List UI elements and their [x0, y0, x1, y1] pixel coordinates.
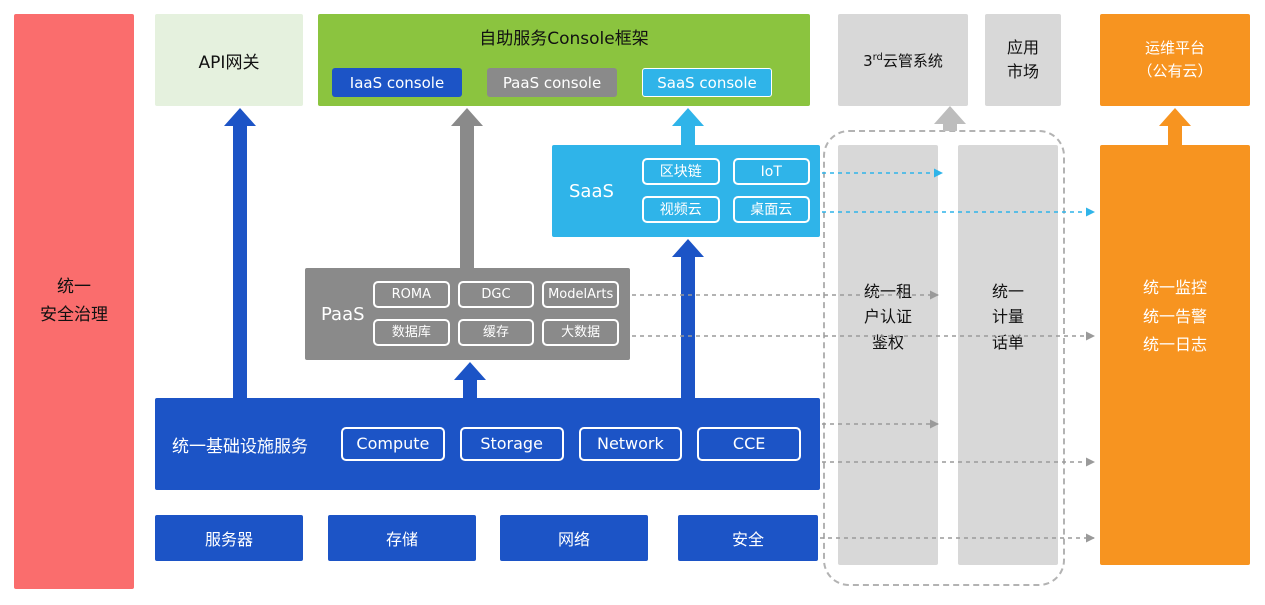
third-party-cms-rest: 云管系统	[882, 51, 943, 70]
app-market-label: 应用 市场	[1006, 38, 1039, 81]
hardware-security-label: 安全	[731, 530, 764, 549]
infra-chip-compute: Compute	[341, 427, 445, 461]
infra-chip-network: Network	[578, 427, 683, 461]
infra-chip-storage: Storage	[459, 427, 564, 461]
arrow-infra-to-paas	[454, 362, 486, 398]
saas-chip-desktop-cloud: 桌面云	[732, 196, 810, 223]
om-platform-box: 运维平台 （公有云）	[1100, 14, 1250, 106]
infra-label: 统一基础设施服务	[172, 436, 308, 457]
saas-chip-iot: IoT	[732, 158, 810, 185]
om-platform-label: 运维平台 （公有云）	[1137, 38, 1213, 80]
paas-console-box: PaaS console	[487, 68, 617, 97]
hardware-box-server: 服务器	[155, 515, 303, 561]
third-party-cms-sup: rd	[872, 51, 883, 63]
monitor-label: 统一监控 统一告警 统一日志	[1142, 277, 1207, 355]
infra-box: 统一基础设施服务 Compute Storage Network CCE	[155, 398, 820, 490]
hardware-network-label: 网络	[557, 530, 590, 549]
app-market-box: 应用 市场	[985, 14, 1061, 106]
paas-box: PaaS ROMA DGC ModelArts 数据库 缓存 大数据	[305, 268, 630, 360]
hardware-storage-label: 存储	[385, 530, 418, 549]
paas-chip-roma: ROMA	[373, 281, 450, 308]
saas-box: SaaS 区块链 IoT 视频云 桌面云	[552, 145, 820, 237]
arrow-saas-to-console	[672, 108, 704, 145]
security-governance-label: 统一 安全治理	[40, 277, 108, 325]
iaas-console-box: IaaS console	[332, 68, 462, 97]
hardware-server-label: 服务器	[204, 530, 253, 549]
saas-label: SaaS	[569, 180, 614, 202]
tenant-auth-label: 统一租 户认证 鉴权	[863, 281, 912, 352]
metering-label: 统一 计量 话单	[991, 281, 1024, 352]
hardware-box-storage: 存储	[328, 515, 476, 561]
saas-chip-blockchain: 区块链	[642, 158, 720, 185]
paas-chip-bigdata: 大数据	[542, 319, 619, 346]
paas-chip-grid: ROMA DGC ModelArts 数据库 缓存 大数据	[373, 281, 619, 346]
hardware-box-security: 安全	[678, 515, 818, 561]
tenant-dashed-frame	[823, 130, 1065, 586]
third-party-cms-label: 3rd云管系统	[863, 50, 943, 71]
paas-chip-modelarts: ModelArts	[542, 281, 619, 308]
saas-console-box: SaaS console	[642, 68, 772, 97]
infra-chip-cce: CCE	[697, 427, 801, 461]
hardware-box-network: 网络	[500, 515, 648, 561]
console-frame-title: 自助服务Console框架	[479, 29, 649, 49]
arrow-infra-to-saas	[672, 239, 704, 398]
security-governance-panel: 统一 安全治理	[14, 14, 134, 589]
monitor-bar: 统一监控 统一告警 统一日志	[1100, 145, 1250, 565]
saas-chip-grid: 区块链 IoT 视频云 桌面云	[642, 158, 810, 223]
arrow-monitor-to-om	[1159, 108, 1191, 145]
tenant-auth-bar: 统一租 户认证 鉴权	[838, 145, 938, 565]
third-party-cms-base: 3	[863, 51, 873, 70]
metering-bar: 统一 计量 话单	[958, 145, 1058, 565]
third-party-cms-box: 3rd云管系统	[838, 14, 968, 106]
paas-chip-cache: 缓存	[457, 319, 535, 346]
arrow-tenant-to-cms	[934, 106, 966, 131]
saas-chip-video-cloud: 视频云	[642, 196, 720, 223]
infra-chip-row: Compute Storage Network CCE	[341, 427, 801, 461]
arrow-paas-to-console	[451, 108, 483, 268]
paas-chip-dgc: DGC	[457, 281, 535, 308]
arrow-infra-to-api-gateway	[224, 108, 256, 398]
paas-label: PaaS	[321, 303, 365, 325]
api-gateway-box: API网关	[155, 14, 303, 106]
console-frame-box: 自助服务Console框架 IaaS console PaaS console …	[318, 14, 810, 106]
api-gateway-label: API网关	[198, 52, 260, 73]
paas-chip-database: 数据库	[373, 319, 450, 346]
